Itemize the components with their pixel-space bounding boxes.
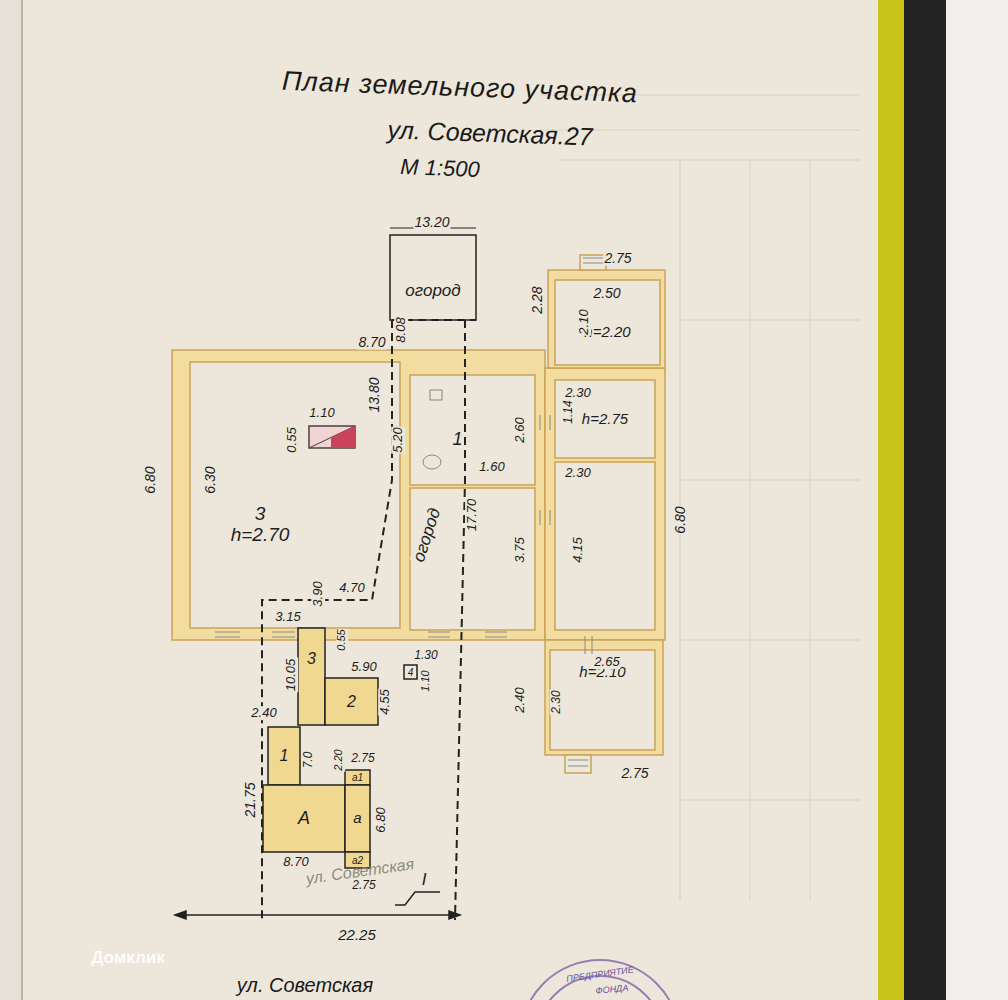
dimension-label: 2.60 xyxy=(513,416,527,443)
room-box: а1 xyxy=(345,770,370,785)
dimension-label: 0.55 xyxy=(285,426,299,453)
dimension-label: 22.25 xyxy=(337,927,377,943)
dimension-label: 4.15 xyxy=(571,536,585,563)
room-box: а xyxy=(345,785,370,852)
dimension-label: ул. Советская xyxy=(236,975,374,996)
dimension-label: 1.10 xyxy=(308,406,335,420)
dimension-label: 2.75 xyxy=(350,752,375,765)
dimension-label: 7.0 xyxy=(302,751,315,770)
dimension-label: 2.50 xyxy=(592,286,621,301)
room-label: h=2.75 xyxy=(582,411,628,428)
dimension-label: 10.05 xyxy=(284,658,298,693)
room-label: а xyxy=(353,810,361,827)
room-label: 2 xyxy=(347,693,356,711)
dimension-label: 2.75 xyxy=(620,766,649,781)
dimension-label: 21.75 xyxy=(243,781,258,818)
dimension-label: 2.40 xyxy=(513,686,527,713)
dimension-label: 4.55 xyxy=(378,688,392,715)
room-label: h=2.70 xyxy=(231,525,290,546)
room-label: 1 xyxy=(280,747,289,765)
dimension-label: 2.40 xyxy=(250,706,277,720)
room-label: огород xyxy=(405,282,460,301)
room-label: а1 xyxy=(352,772,363,783)
dimension-label: 6.30 xyxy=(203,465,218,494)
dimension-label: 13.20 xyxy=(413,215,450,230)
dimension-label: 8.70 xyxy=(357,335,386,350)
dimension-label: 13.80 xyxy=(367,376,382,413)
dimension-label: 3.90 xyxy=(311,580,325,607)
dimension-label: 2.30 xyxy=(564,386,591,400)
dimension-label: 4.70 xyxy=(338,581,365,595)
dimension-label: 2.28 xyxy=(530,285,545,314)
dimension-label: 17.70 xyxy=(465,498,479,533)
dimension-label: 8.08 xyxy=(394,316,408,343)
room-label: h=2.20 xyxy=(584,324,630,341)
dimension-label: 0.55 xyxy=(336,628,348,651)
room-box: 4 xyxy=(404,665,417,679)
dimension-label: 2.20 xyxy=(333,748,345,771)
watermark: Домклик xyxy=(90,949,166,967)
dimension-label: 5.90 xyxy=(350,660,377,674)
dimension-label: 3.15 xyxy=(274,610,301,624)
room-label: А xyxy=(298,809,310,829)
dimension-label: 1.30 xyxy=(413,649,438,662)
dimension-label: 3.75 xyxy=(513,536,527,563)
room-box: 2 xyxy=(325,678,378,725)
dimension-label: 8.70 xyxy=(282,855,309,869)
room-label: 1 xyxy=(452,430,462,450)
dimension-label: 2.75 xyxy=(603,251,632,266)
dimension-label: 5.20 xyxy=(391,426,405,453)
dimension-label: 1.60 xyxy=(478,460,505,474)
room-box: огород xyxy=(390,235,476,320)
dimension-label: 1.14 xyxy=(562,399,575,424)
dimension-label: 6.80 xyxy=(374,806,388,833)
dimension-label: 6.80 xyxy=(143,465,158,494)
dimension-label: 2.10 xyxy=(577,308,591,335)
dimension-label: 2.65 xyxy=(593,655,620,669)
dimension-label: 6.80 xyxy=(673,505,688,534)
room-box: 1 xyxy=(268,727,300,785)
dimension-label: 2.30 xyxy=(564,466,591,480)
dimension-label: I xyxy=(421,871,428,889)
dimension-label: 1.10 xyxy=(420,669,432,692)
room-label: 3 xyxy=(255,504,266,525)
dimension-label: 2.30 xyxy=(550,689,563,714)
room-box: А xyxy=(263,785,345,852)
dimension-label: М 1:500 xyxy=(399,155,481,181)
room-box: 3 xyxy=(298,628,325,725)
room-label: 3 xyxy=(307,650,316,668)
room-label: 4 xyxy=(408,667,414,678)
